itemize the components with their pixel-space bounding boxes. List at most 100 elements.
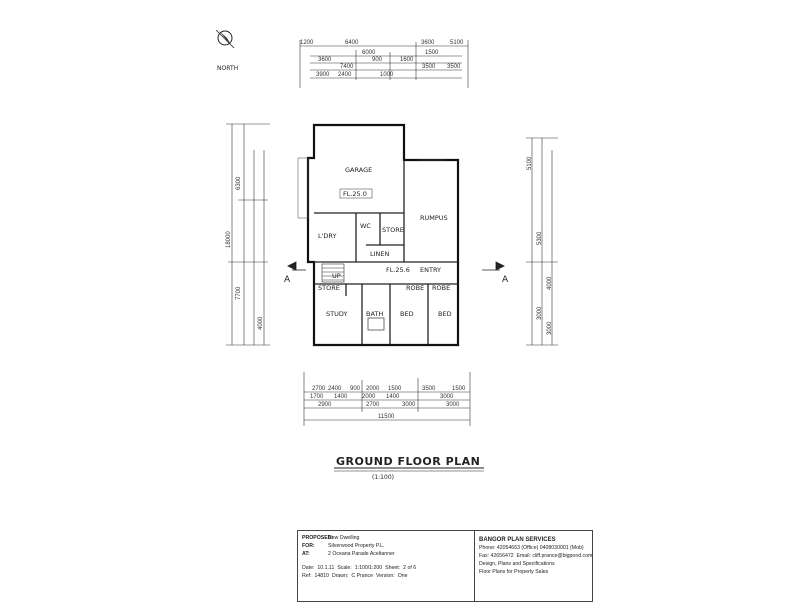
dim-right-3: 4000 [547,276,553,290]
ref-label: Ref: [302,572,312,579]
for-row: FOR: Silverwood Property P.L. [302,542,472,550]
sheet-value: 2 of 6 [403,564,417,571]
dim-bot-7: 1500 [452,386,466,392]
dim-top-3: 3600 [421,40,435,46]
dim-bot-9: 1400 [334,394,348,400]
left-dimension-lines [226,123,270,346]
dim-bot-6: 3500 [422,386,436,392]
top-dimension-lines [299,40,469,88]
dim-left-4: 4000 [258,316,264,330]
bathtub-icon [367,317,385,331]
dim-bot-8: 1700 [310,394,324,400]
at-label: AT: [302,550,310,557]
firm-phone: Phone: 42054663 (Office) 0408030001 (Mob… [479,544,584,551]
room-bath: BATH [366,310,383,318]
bottom-dimension-lines [303,372,471,426]
dim-left-1: 6300 [236,176,242,190]
room-bed-1: BED [400,310,414,318]
room-store: STORE [382,226,404,234]
ref-row: Ref: 14810 Drawn: C Prance Version: One [302,572,472,580]
at-value: 2 Oceana Parade Aceltanner [328,550,395,557]
sheet-description: Floor Plans for Property Sales [479,568,549,575]
fl-garage: FL.25.0 [343,190,367,198]
date-value: 10.1.11 [317,564,335,571]
section-line [287,261,505,271]
dim-bot-3: 900 [350,386,361,392]
firm-name: BANGOR PLAN SERVICES [479,536,556,543]
section-a-right: A [502,275,509,285]
room-entry: ENTRY [420,266,441,274]
version-label: Version: [376,572,395,579]
dim-right-4: 3000 [537,306,543,320]
proposed-label: PROPOSED: [302,534,334,541]
north-arrow-icon [215,29,235,49]
deck-outline [297,157,446,219]
dim-bot-12: 3000 [440,394,454,400]
dim-right-5: 3000 [547,321,553,335]
dim-bot-4: 2000 [366,386,380,392]
fl-entry: FL.25.6 [386,266,410,274]
dim-left-3: 7700 [236,286,242,300]
dim-bot-total: 11500 [378,414,395,420]
dim-bot-2: 2400 [328,386,342,392]
dim-right-2: 5300 [537,231,543,245]
right-dimension-lines [526,137,558,346]
date-row: Date: 10.1.11 Scale: 1:100/1:200 Sheet: … [302,564,472,572]
dim-bot-14: 2700 [366,402,380,408]
dim-top-4: 5100 [450,40,464,46]
title-block-firm: BANGOR PLAN SERVICES Phone: 42054663 (Of… [474,531,592,601]
dim-top-6: 1500 [425,50,439,56]
dim-bot-15: 3000 [402,402,416,408]
room-study: STUDY [326,310,348,318]
dim-top-11: 3500 [422,64,436,70]
scale-value: 1:100/1:200 [354,564,383,571]
firm-fax-email: Fax: 42656472 Email: cliff.prance@bigpon… [479,552,592,560]
dim-top-10: 7400 [340,64,354,70]
dim-top-1: 1200 [300,40,314,46]
dim-left-2: 18000 [226,231,232,248]
plan-scale: (1:100) [372,474,394,481]
proposed-row: PROPOSED: New Dwelling [302,534,472,542]
dim-top-2: 6400 [345,40,359,46]
room-bed-2: BED [438,310,452,318]
interior-walls [314,160,458,345]
at-row: AT: 2 Oceana Parade Aceltanner [302,550,472,558]
firm-services: Design, Plans and Specifications [479,560,555,567]
for-label: FOR: [302,542,315,549]
fl-garage-box [339,188,373,199]
dim-top-9: 1600 [400,57,414,63]
dim-bot-13: 2900 [318,402,332,408]
north-label: NORTH [217,65,238,72]
dim-bot-10: 2000 [362,394,376,400]
for-value: Silverwood Property P.L. [328,542,385,549]
room-linen: LINEN [370,250,390,258]
room-rumpus: RUMPUS [420,214,448,222]
proposed-value: New Dwelling [328,534,360,541]
building-outline [306,123,460,347]
dim-top-12: 3500 [447,64,461,70]
drawn-label: Drawn: [331,572,349,579]
room-store-2: STORE [318,284,340,292]
dim-top-5: 6000 [362,50,376,56]
dim-bot-5: 1500 [388,386,402,392]
stair-up-label: UP [332,272,341,280]
stair-icon [321,263,345,283]
dim-right-1: 5100 [527,156,533,170]
section-a-left: A [284,275,291,285]
room-lndry: L'DRY [318,232,337,240]
dim-bot-1: 2700 [312,386,326,392]
drawn-value: C Prance [351,572,374,579]
dim-top-8: 900 [372,57,383,63]
title-block-project: PROPOSED: New Dwelling FOR: Silverwood P… [302,534,472,580]
dim-top-15: 1000 [380,72,394,78]
sheet-label: Sheet: [385,564,401,571]
dim-top-7: 3600 [318,57,332,63]
room-garage: GARAGE [345,166,372,174]
dim-top-13: 3900 [316,72,330,78]
version-value: One [397,572,408,579]
ref-value: 14810 [314,572,329,579]
room-robe-1: ROBE [406,284,424,292]
scale-label: Scale: [337,564,352,571]
